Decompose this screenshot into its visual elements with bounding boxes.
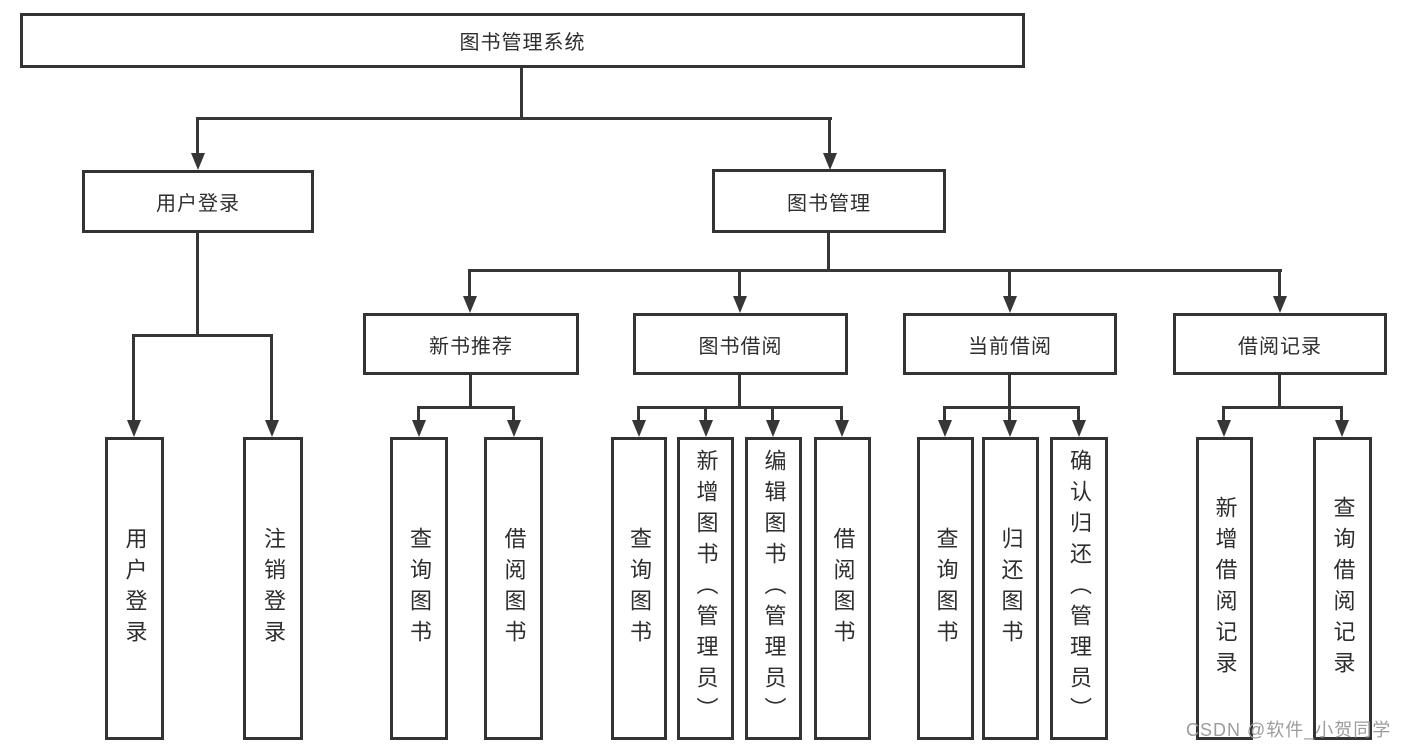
arrowhead-leaf-logout (265, 420, 279, 437)
leaf-current-confirm-return-admin: 确认归还（管理员） (1050, 437, 1108, 740)
connector-current-branch (943, 406, 1080, 409)
leaf-recommend-borrow-book-label: 借阅图书 (501, 526, 527, 651)
leaf-records-query-record: 查询借阅记录 (1313, 437, 1372, 740)
connector-drop-borrow-borrow (840, 406, 843, 422)
leaf-current-return-book-label: 归还图书 (998, 526, 1024, 651)
connector-drop-current-confirm (1077, 406, 1080, 422)
leaf-borrow-borrow-book: 借阅图书 (814, 437, 871, 740)
node-user-login-label: 用户登录 (156, 193, 240, 215)
arrowhead-records-add (1217, 420, 1231, 437)
leaf-borrow-borrow-book-label: 借阅图书 (830, 526, 856, 651)
leaf-current-query-book-label: 查询图书 (933, 526, 959, 651)
arrowhead-current-return (1003, 420, 1017, 437)
node-new-book-recommend-label: 新书推荐 (429, 335, 513, 358)
connector-drop-records-add (1222, 406, 1225, 422)
node-current-borrow: 当前借阅 (903, 313, 1117, 375)
connector-recommend-branch (417, 406, 515, 409)
leaf-current-query-book: 查询图书 (917, 437, 974, 740)
connector-drop-current (1008, 269, 1011, 297)
arrowhead-borrow (733, 296, 747, 313)
leaf-user-login-label: 用户登录 (122, 526, 148, 651)
arrowhead-borrow-edit (766, 420, 780, 437)
connector-drop-records-query (1340, 406, 1343, 422)
leaf-recommend-borrow-book: 借阅图书 (484, 437, 543, 740)
connector-borrow-branch (637, 406, 843, 409)
connector-user-login-stem (196, 233, 199, 337)
connector-drop-recommend (468, 269, 471, 297)
node-book-management-label: 图书管理 (787, 192, 871, 215)
node-borrow-records: 借阅记录 (1173, 313, 1387, 375)
csdn-watermark: CSDN @软件_小贺同学 (1186, 720, 1392, 740)
connector-drop-records (1278, 269, 1281, 297)
connector-drop-borrow-query (637, 406, 640, 422)
arrowhead-borrow-borrow (835, 420, 849, 437)
node-root-label: 图书管理系统 (459, 32, 586, 54)
connector-user-login-branch (132, 334, 273, 337)
node-current-borrow-label: 当前借阅 (968, 335, 1052, 358)
leaf-borrow-edit-book-admin-label: 编辑图书（管理员） (761, 449, 787, 728)
leaf-recommend-query-book: 查询图书 (390, 437, 448, 740)
connector-drop-book-management (828, 117, 831, 155)
leaf-records-add-record-label: 新增借阅记录 (1212, 495, 1238, 682)
arrowhead-borrow-add (699, 420, 713, 437)
leaf-logout-label: 注销登录 (261, 526, 286, 651)
leaf-borrow-edit-book-admin: 编辑图书（管理员） (745, 437, 802, 740)
connector-drop-user-login (196, 117, 199, 155)
arrowhead-current-query (938, 420, 952, 437)
connector-level3-branch (468, 269, 1282, 272)
connector-borrow-stem (738, 375, 741, 408)
connector-records-branch (1222, 406, 1343, 409)
leaf-recommend-query-book-label: 查询图书 (407, 526, 432, 651)
arrowhead-recommend-query (412, 420, 426, 437)
node-new-book-recommend: 新书推荐 (363, 313, 579, 375)
leaf-records-add-record: 新增借阅记录 (1196, 437, 1253, 740)
connector-recommend-stem (469, 375, 472, 408)
leaf-current-return-book: 归还图书 (982, 437, 1039, 740)
connector-drop-current-return (1008, 406, 1011, 422)
arrowhead-records-query (1335, 420, 1349, 437)
connector-records-stem (1278, 375, 1281, 408)
leaf-borrow-query-book: 查询图书 (611, 437, 667, 740)
arrowhead-book-management (823, 153, 837, 170)
node-book-borrow-label: 图书借阅 (698, 335, 783, 358)
arrowhead-recommend (463, 296, 477, 313)
arrowhead-current-confirm (1072, 420, 1086, 437)
connector-book-management-stem (827, 233, 830, 272)
leaf-logout: 注销登录 (243, 437, 303, 740)
connector-drop-recommend-borrow (512, 406, 515, 422)
connector-root-stem (520, 68, 523, 119)
connector-level2-branch (196, 117, 832, 120)
leaf-borrow-query-book-label: 查询图书 (627, 526, 652, 651)
node-book-borrow: 图书借阅 (633, 313, 848, 375)
leaf-borrow-add-book-admin-label: 新增图书（管理员） (693, 449, 719, 728)
node-book-management: 图书管理 (712, 169, 946, 233)
arrowhead-records (1273, 296, 1287, 313)
connector-drop-current-query (943, 406, 946, 422)
arrowhead-user-login (191, 153, 205, 170)
connector-drop-borrow (738, 269, 741, 297)
node-root: 图书管理系统 (20, 13, 1025, 68)
connector-drop-borrow-add (704, 406, 707, 422)
connector-drop-leaf-logout (270, 334, 273, 422)
arrowhead-leaf-login (127, 420, 141, 437)
connector-drop-borrow-edit (771, 406, 774, 422)
arrowhead-borrow-query (632, 420, 646, 437)
arrowhead-current (1003, 296, 1017, 313)
node-user-login: 用户登录 (82, 170, 314, 233)
leaf-user-login: 用户登录 (105, 437, 164, 740)
connector-drop-leaf-login (132, 334, 135, 422)
arrowhead-recommend-borrow (507, 420, 521, 437)
leaf-records-query-record-label: 查询借阅记录 (1330, 495, 1356, 682)
leaf-borrow-add-book-admin: 新增图书（管理员） (677, 437, 734, 740)
node-borrow-records-label: 借阅记录 (1238, 335, 1322, 358)
leaf-current-confirm-return-admin-label: 确认归还（管理员） (1067, 449, 1092, 728)
connector-current-stem (1008, 375, 1011, 408)
connector-drop-recommend-query (417, 406, 420, 422)
